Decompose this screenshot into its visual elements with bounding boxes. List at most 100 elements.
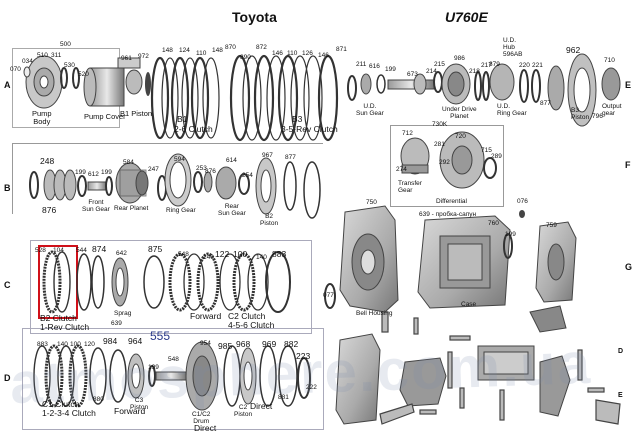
b3-title: B3 bbox=[292, 114, 303, 124]
part-number: 104 bbox=[53, 247, 64, 254]
part-number: 720 bbox=[455, 133, 466, 140]
b2-clutch-pack bbox=[42, 250, 71, 314]
part-number: 883 bbox=[37, 341, 48, 348]
part-number: 215 bbox=[434, 61, 445, 68]
part-number: 875 bbox=[148, 244, 163, 254]
part-number: 986 bbox=[454, 55, 465, 62]
part-number: 199 bbox=[385, 66, 396, 73]
forward2-label: Forward bbox=[114, 406, 146, 416]
part-number: 642 bbox=[116, 250, 127, 257]
part-number: 594 bbox=[174, 156, 185, 163]
part-number: 076 bbox=[517, 198, 528, 205]
c1-clutch-pack bbox=[33, 344, 88, 408]
row-b-bracket bbox=[12, 143, 323, 214]
part-number: 673 bbox=[407, 71, 418, 78]
b3-clutch-pack bbox=[229, 54, 339, 142]
b1-title: B1 bbox=[177, 114, 188, 124]
c2-clutch-pack bbox=[219, 251, 291, 313]
part-number: 289 bbox=[491, 153, 502, 160]
part-number: 140 bbox=[57, 341, 68, 348]
differential-drawing bbox=[400, 131, 497, 189]
case-label: Case bbox=[461, 301, 477, 308]
part-number: 253 bbox=[196, 165, 207, 172]
part-number: 870 bbox=[225, 44, 236, 51]
ud-hub-label: U.D. Hub 596AB bbox=[503, 37, 523, 58]
bell-housing-drawing bbox=[339, 205, 399, 313]
direct-label: Direct bbox=[194, 423, 217, 433]
b2-piston-label: B2 Piston bbox=[260, 213, 279, 227]
part-number: 759 bbox=[546, 222, 557, 229]
part-number: 967 bbox=[262, 152, 273, 159]
part-number: 584 bbox=[123, 159, 134, 166]
c1-clutch-label: C1 Clutch 1-2-3-4 Clutch bbox=[42, 399, 96, 418]
part-number: 760 bbox=[488, 220, 499, 227]
part-number: 222 bbox=[306, 384, 317, 391]
part-number: 500 bbox=[60, 41, 71, 48]
part-number: 211 bbox=[356, 61, 367, 68]
part-number: 750 bbox=[366, 199, 377, 206]
part-number: 881 bbox=[278, 394, 289, 401]
row-marker-c: C bbox=[4, 280, 11, 290]
direct2-label: Direct bbox=[250, 401, 273, 411]
part-number: 148 bbox=[162, 47, 173, 54]
b2-clutch-label: B2 Clutch 1-Rev Clutch bbox=[40, 313, 90, 332]
part-number: 877 bbox=[285, 154, 296, 161]
part-number: 639 bbox=[111, 320, 122, 327]
part-number: 124 bbox=[179, 47, 190, 54]
ud-sun-gear-label: U.D. Sun Gear bbox=[356, 103, 384, 117]
ring-gear-label: Ring Gear bbox=[166, 207, 196, 214]
part-number: 954 bbox=[200, 340, 211, 347]
part-number: 214 bbox=[426, 68, 437, 75]
part-number: 877 bbox=[540, 100, 551, 107]
c1c2-drum-drawing bbox=[185, 341, 219, 411]
b3-sub: 3-5-Rev Clutch bbox=[281, 124, 338, 134]
part-number: 876 bbox=[42, 205, 57, 215]
part-number: 883 bbox=[272, 249, 287, 259]
part-number: 199 bbox=[101, 169, 112, 176]
rear-planet-drawing bbox=[115, 162, 149, 204]
part-number: 110 bbox=[196, 50, 207, 57]
part-number: 100 bbox=[233, 249, 248, 259]
part-number: 871 bbox=[336, 46, 347, 53]
differential-label: Differential bbox=[436, 198, 467, 205]
part-number: 247 bbox=[148, 166, 159, 173]
part-number: 985 bbox=[218, 341, 233, 351]
part-number: 140 bbox=[256, 254, 267, 261]
part-number: 548 bbox=[168, 356, 179, 363]
part-number: 311 bbox=[51, 52, 62, 59]
valve-body-drawing bbox=[335, 305, 571, 425]
side-cover-drawing bbox=[535, 221, 577, 303]
row-marker-d: D bbox=[4, 373, 11, 383]
part-number: 961 bbox=[121, 55, 132, 62]
part-number: 254 bbox=[242, 172, 253, 179]
output-gear-label: Output gear bbox=[602, 103, 622, 117]
part-number: 710 bbox=[604, 57, 615, 64]
ring-gear-drawing bbox=[164, 153, 192, 207]
part-number: 146 bbox=[272, 50, 283, 57]
row-c-bracket bbox=[30, 240, 312, 334]
under-drive-planet bbox=[441, 63, 471, 105]
part-number: 548 bbox=[178, 251, 189, 258]
b1-piston-label: B1 Piston bbox=[120, 109, 153, 118]
part-number: 126 bbox=[302, 50, 313, 57]
brand-title: Toyota bbox=[232, 9, 277, 25]
small-valve-parts bbox=[379, 311, 621, 425]
part-number: 530 bbox=[64, 62, 75, 69]
pump-body-drawing bbox=[25, 55, 63, 109]
part-number: 199 bbox=[75, 169, 86, 176]
part-number: 110 bbox=[287, 50, 298, 57]
part-number: 972 bbox=[138, 53, 149, 60]
rear-planet-label: Rear Planet bbox=[114, 205, 149, 212]
part-number: 199 bbox=[148, 364, 159, 371]
part-number: 969 bbox=[262, 339, 277, 349]
part-number: 221 bbox=[532, 62, 543, 69]
part-number: 612 bbox=[88, 171, 99, 178]
b3-piston-label: B3 Piston bbox=[571, 107, 590, 121]
part-number: 968 bbox=[236, 339, 251, 349]
row-marker-g: G bbox=[625, 262, 633, 272]
part-number: 148 bbox=[212, 47, 223, 54]
row-marker-d2: D bbox=[618, 348, 624, 355]
part-number: 984 bbox=[103, 336, 118, 346]
part-number: 100 bbox=[70, 341, 81, 348]
part-number: 510 bbox=[37, 52, 48, 59]
